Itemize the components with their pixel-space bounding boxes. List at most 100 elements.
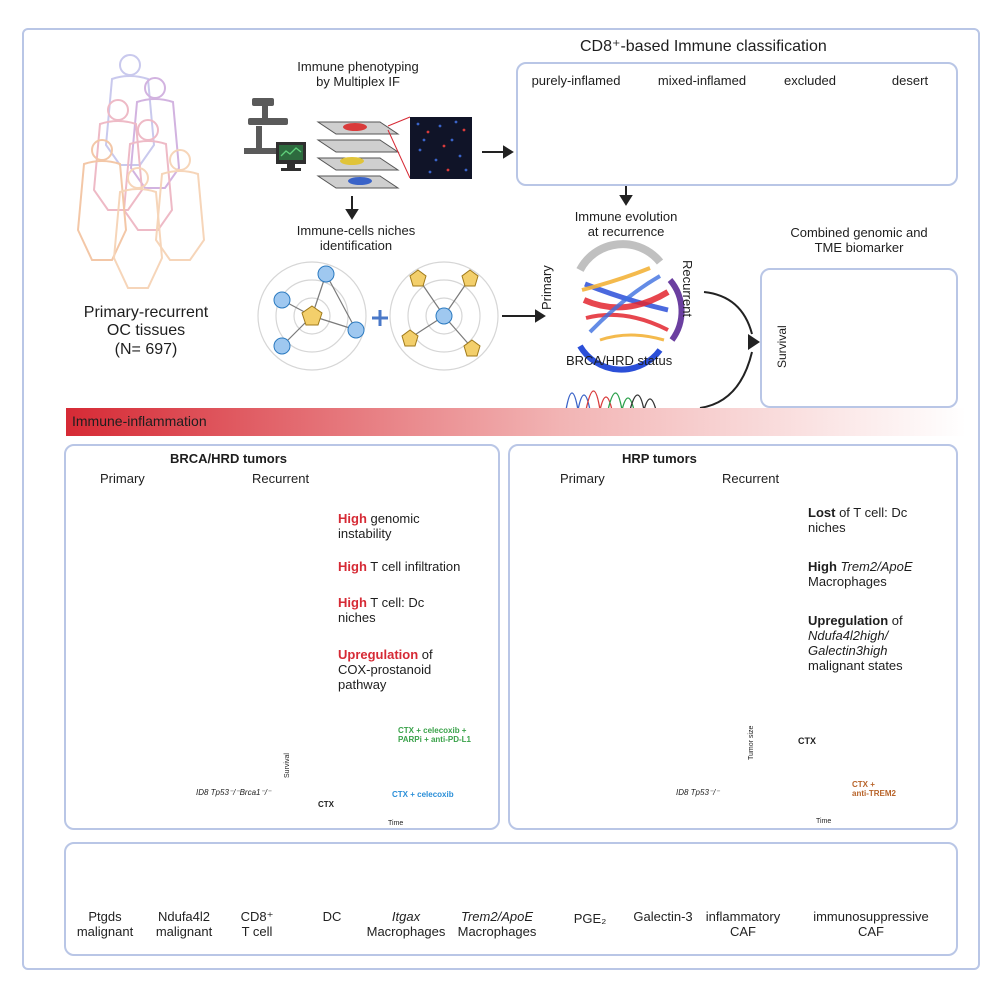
- hrp-combo-line-1: CTX +: [852, 780, 875, 789]
- microscope-icon: [244, 98, 294, 154]
- brca-feature-1-text-2: instability: [338, 525, 392, 541]
- niches-label: Immune-cells niches identification: [290, 223, 422, 254]
- hrp-recurrent-label: Recurrent: [722, 471, 780, 486]
- brca-feature-4-text: of: [421, 647, 433, 662]
- survival-axis-label: Survival: [775, 325, 789, 368]
- chord-recurrent-label: Recurrent: [680, 260, 695, 318]
- class-excluded: excluded: [783, 73, 837, 88]
- gradient-label: Immune-inflammation: [72, 413, 207, 429]
- niches-line-1: Immune-cells niches: [296, 223, 416, 238]
- phenotyping-line-2: by Multiplex IF: [316, 73, 400, 89]
- brca-feature-2: High T cell infiltration: [338, 559, 460, 575]
- legend-ptgds-line-1: Ptgds: [88, 909, 122, 924]
- brca-km-ctx: CTX: [318, 800, 334, 809]
- hrp-primary-label: Primary: [560, 471, 605, 486]
- legend-pge2: PGE₂: [560, 911, 620, 927]
- brca-feature-4-text-2: COX-prostanoid: [338, 661, 432, 677]
- immune-inflammation-gradient: [66, 408, 966, 436]
- brca-mouse-label: ID8 Tp53⁻/⁻Brca1⁻/⁻: [196, 788, 272, 797]
- hrp-combo-line-2: anti-TREM2: [852, 789, 896, 799]
- brca-feature-4-text-3: pathway: [338, 676, 387, 692]
- biomarker-label: Combined genomic and TME biomarker: [764, 225, 954, 256]
- hrp-panel: [508, 444, 958, 830]
- brca-feature-3-text: T cell: Dc: [370, 595, 425, 610]
- hrp-feature-2-text: Trem2/ApoE: [840, 559, 913, 574]
- brca-feature-2-key: High: [338, 559, 367, 574]
- legend-pge2-line-1: PGE₂: [573, 911, 607, 926]
- legend-inflammatory-caf-line-1: inflammatory: [705, 909, 781, 924]
- legend-trem2-line-2: Macrophages: [457, 923, 537, 939]
- legend-inflammatory-caf-line-2: CAF: [730, 923, 756, 939]
- hrp-feature-3-text-2: Ndufa4l2high/: [808, 627, 889, 643]
- brca-feature-4-key: Upregulation: [338, 647, 419, 662]
- brca-panel-title: BRCA/HRD tumors: [170, 451, 287, 466]
- class-desert: desert: [891, 73, 929, 88]
- legend-ndufa4l2-line-1: Ndufa4l2: [157, 909, 211, 924]
- hrp-feature-1: Lost of T cell: Dc niches: [808, 505, 908, 536]
- legend-immunosuppressive-caf-line-1: immunosuppressive: [813, 909, 929, 924]
- chord-diagram: [576, 240, 685, 373]
- if-image-dots: [416, 120, 468, 174]
- multiplex-if-slides-icon: [316, 116, 472, 189]
- legend-itgax-line-2: Macrophages: [366, 923, 446, 939]
- hrp-feature-2: High Trem2/ApoE Macrophages: [808, 559, 913, 590]
- legend-dc-line-1: DC: [322, 909, 342, 924]
- patient-silhouettes-illustration: [76, 54, 206, 289]
- hrp-mouse-label: ID8 Tp53⁻/⁻: [676, 788, 720, 797]
- biomarker-panel: [760, 268, 958, 408]
- flow-arrows: [345, 145, 633, 323]
- hrp-growth-ylabel: Tumor size: [748, 725, 755, 760]
- evolution-line-1: Immune evolution: [574, 209, 678, 224]
- hrp-feature-1-text-2: niches: [808, 519, 846, 535]
- legend-dc: DC: [312, 909, 352, 925]
- legend-ptgds-line-2: malignant: [76, 923, 134, 939]
- classification-title: CD8⁺-based Immune classification: [580, 38, 827, 55]
- brca-feature-3-key: High: [338, 595, 367, 610]
- hrp-combo-label: CTX + anti-TREM2: [852, 780, 896, 798]
- phenotyping-line-1: Immune phenotyping: [297, 59, 419, 74]
- legend-cd8-line-1: CD8⁺: [240, 909, 274, 924]
- evolution-label: Immune evolution at recurrence: [560, 209, 692, 240]
- brca-km-treatment-1: CTX + celecoxib + PARPi + anti-PD-L1: [398, 726, 471, 744]
- class-mixed-inflamed: mixed-inflamed: [657, 73, 747, 88]
- legend-cd8-line-2: T cell: [241, 923, 273, 939]
- classification-panel: [516, 62, 958, 186]
- cohort-line-2: OC tissues: [106, 322, 186, 340]
- hrp-feature-3-text-3: Galectin3high: [808, 642, 888, 658]
- cohort-line-1: Primary-recurrent: [83, 304, 209, 321]
- computer-icon: [276, 142, 306, 171]
- niches-line-2: identification: [319, 237, 393, 253]
- niche-nodes-2: [401, 269, 481, 357]
- brca-recurrent-label: Recurrent: [252, 471, 310, 486]
- legend-cd8: CD8⁺T cell: [230, 909, 284, 940]
- legend-itgax-line-1: Itgax: [391, 909, 421, 924]
- hrp-feature-3-key: Upregulation: [808, 613, 889, 628]
- cohort-line-3: (N= 697): [114, 340, 178, 358]
- plus-icon: [372, 310, 388, 326]
- hrp-feature-1-text: of T cell: Dc: [839, 505, 908, 520]
- phenotyping-label: Immune phenotyping by Multiplex IF: [292, 59, 424, 90]
- brca-primary-label: Primary: [100, 471, 145, 486]
- brca-km-treatment-1-line-1: CTX + celecoxib +: [398, 726, 467, 735]
- brca-km-treatment-1-line-2: PARPi + anti-PD-L1: [398, 735, 471, 745]
- brca-feature-3-text-2: niches: [338, 609, 376, 625]
- legend-galectin: Galectin-3: [626, 909, 700, 925]
- cohort-label: Primary-recurrent OC tissues (N= 697): [62, 304, 230, 359]
- brca-km-treatment-2: CTX + celecoxib: [392, 790, 454, 799]
- brca-feature-3: High T cell: Dc niches: [338, 595, 425, 626]
- legend-galectin-line-1: Galectin-3: [633, 909, 693, 924]
- hrp-feature-3-text-4: malignant states: [808, 657, 903, 673]
- hrp-feature-1-key: Lost: [808, 505, 836, 520]
- brca-feature-1: High genomic instability: [338, 511, 420, 542]
- hrp-panel-title: HRP tumors: [622, 451, 697, 466]
- hrp-feature-2-text-2: Macrophages: [808, 573, 887, 589]
- brca-panel: [64, 444, 500, 830]
- converging-arrow-head: [748, 334, 760, 350]
- biomarker-line-1: Combined genomic and: [790, 225, 928, 240]
- hrp-growth-xlabel: Time: [816, 818, 832, 825]
- legend-trem2-line-1: Trem2/ApoE: [460, 909, 533, 924]
- hrp-feature-3-text: of: [891, 613, 903, 628]
